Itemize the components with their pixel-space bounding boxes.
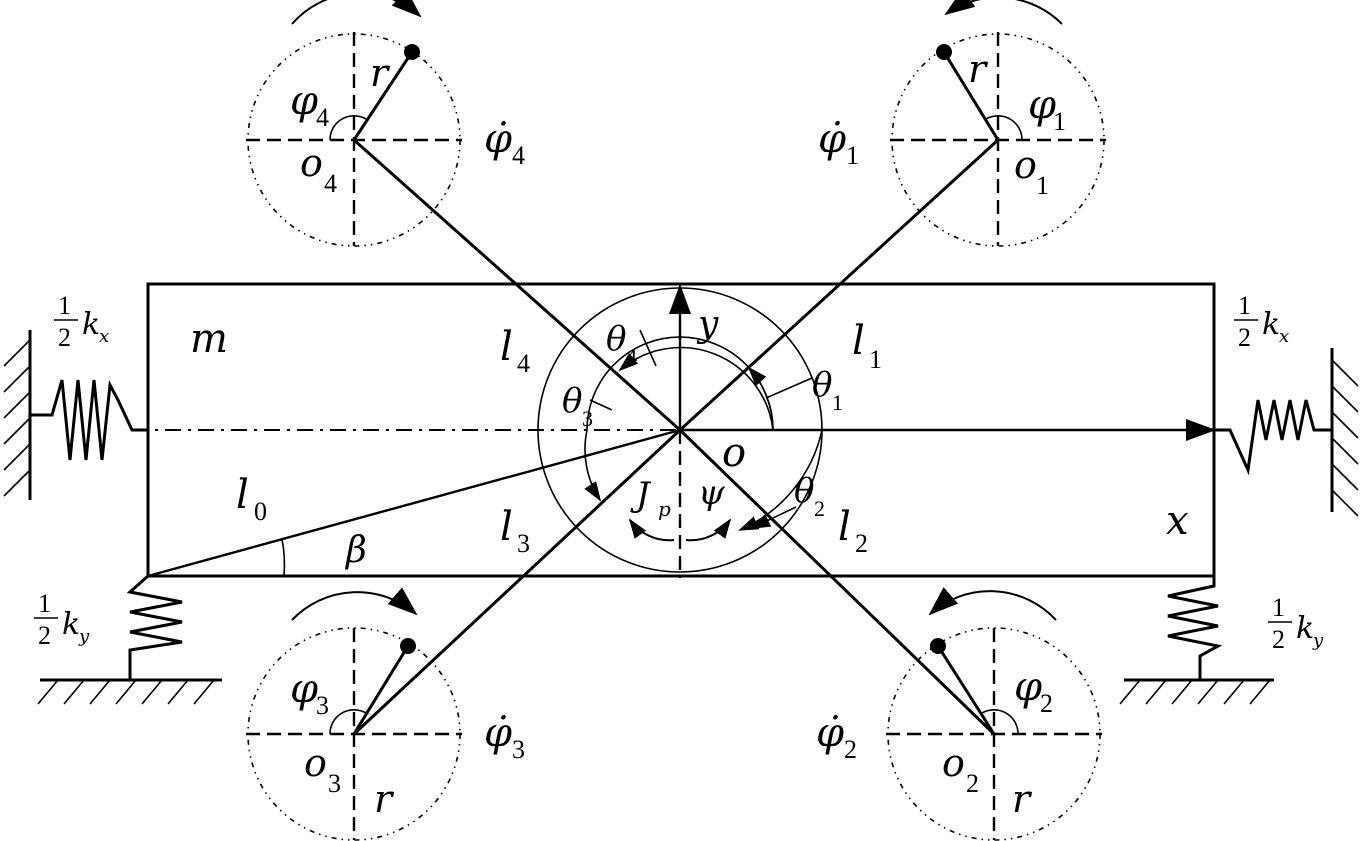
rotor4-phi-label: φ [290,78,318,124]
arm-l4 [353,138,681,432]
rotor1-phi-sub: 1 [1053,107,1066,136]
theta4-arc [618,346,774,431]
rotor3-center-sub: 3 [328,769,341,798]
rotor2-phidot-label: φ̇ [816,710,844,756]
ky-left-denominator: 2 [38,621,51,650]
rotor3-phidot-sub: 3 [512,735,525,764]
theta3-leader [589,399,613,411]
arm-l2 [678,428,996,736]
kx-left-denominator: 2 [58,323,71,352]
theta1-sub: 1 [832,390,843,415]
rotor2-center-sub: 2 [966,769,979,798]
rotor2-radius-label: r [1012,777,1033,821]
kx-right-numerator: 1 [1238,291,1251,320]
spring-kx-left [3,330,148,500]
l1-sub: 1 [869,345,882,374]
theta1-leader [765,377,813,399]
rotor3-phi-sub: 3 [316,691,329,720]
label-ky-right: 1 2 k y [1268,593,1324,654]
rotor2-phidot-sub: 2 [844,735,857,764]
theta1-label: θ [812,365,832,405]
rotor3-phi-label: φ [290,666,318,712]
theta4-leader [639,329,657,367]
rotor4-phidot-label: φ̇ [484,116,512,162]
kx-left-sub: x [99,326,109,347]
l0-label: l [236,472,249,518]
ky-left-numerator: 1 [38,589,51,618]
rotor4-phi-sub: 4 [316,103,329,132]
theta2-label: θ [794,471,814,511]
l3-sub: 3 [517,529,530,558]
ky-right-sub: y [1312,630,1324,651]
rotor3-radius-label: r [374,777,395,821]
rotor1-phi-label: φ [1028,82,1056,128]
kx-right-denominator: 2 [1238,323,1251,352]
kx-left-symbol: k [82,307,100,342]
ky-left-symbol: k [62,607,80,642]
ky-right-numerator: 1 [1272,593,1285,622]
l1-label: l [852,318,865,364]
rotor1-center-label: o [1014,143,1037,187]
origin-label: o [722,430,746,476]
spring-kx-right [1214,348,1359,517]
theta2-leader [750,506,797,529]
rotor4-center-label: o [300,141,323,185]
label-kx-right: 1 2 k x [1234,291,1289,352]
psi-label: ψ [698,473,725,513]
theta4-sub: 4 [626,344,637,369]
theta3-arc [584,336,774,502]
spring-ky-right [1119,576,1274,705]
ky-right-symbol: k [1296,611,1314,646]
rotor2-phi-sub: 2 [1040,689,1053,718]
beta-label: β [344,530,367,571]
ky-left-sub: y [78,626,90,647]
jp-label: J [630,475,652,515]
rotor4-radius-label: r [370,51,391,95]
rotor1-phidot-label: φ̇ [818,116,846,162]
rotor1-phidot-sub: 1 [846,141,859,170]
rotor2-phi-label: φ [1014,664,1042,710]
ky-right-denominator: 2 [1272,625,1285,654]
rotor2-center-label: o [942,741,965,785]
l0-sub: 0 [254,497,267,526]
x-axis-label: x [1166,498,1189,544]
kx-right-sub: x [1279,326,1289,347]
rotor1-center-sub: 1 [1036,171,1049,200]
psi-arrow-right [685,518,732,542]
rotor-2 [886,587,1102,841]
kx-right-symbol: k [1262,307,1280,342]
arm-l1 [678,138,1000,432]
arm-l0 [147,428,681,578]
theta1-arc [747,366,774,431]
rotor1-radius-label: r [968,47,989,91]
rotor-3 [246,587,462,841]
theta3-sub: 3 [582,406,593,431]
kx-left-numerator: 1 [58,291,71,320]
rotor-4 [246,0,462,247]
l4-label: l [500,324,513,370]
l4-sub: 4 [517,349,530,378]
theta2-sub: 2 [814,496,825,521]
theta3-label: θ [562,381,582,421]
l2-sub: 2 [855,529,868,558]
label-ky-left: 1 2 k y [34,589,90,650]
theta4-label: θ [606,319,626,359]
l3-label: l [500,504,513,550]
spring-ky-left [37,574,222,705]
rotor4-center-sub: 4 [324,169,337,198]
y-axis-label: y [696,304,719,345]
beta-arc [281,538,286,577]
label-kx-left: 1 2 k x [54,291,109,352]
rotor3-phidot-label: φ̇ [484,710,512,756]
l2-label: l [838,504,851,550]
rotor-1 [890,0,1106,247]
arm-l3 [352,428,682,736]
jp-arrow-left [628,518,675,542]
rotor4-phidot-sub: 4 [512,141,525,170]
jp-sub: p [658,497,671,521]
mass-label: m [190,316,228,362]
rotor3-center-label: o [304,741,327,785]
